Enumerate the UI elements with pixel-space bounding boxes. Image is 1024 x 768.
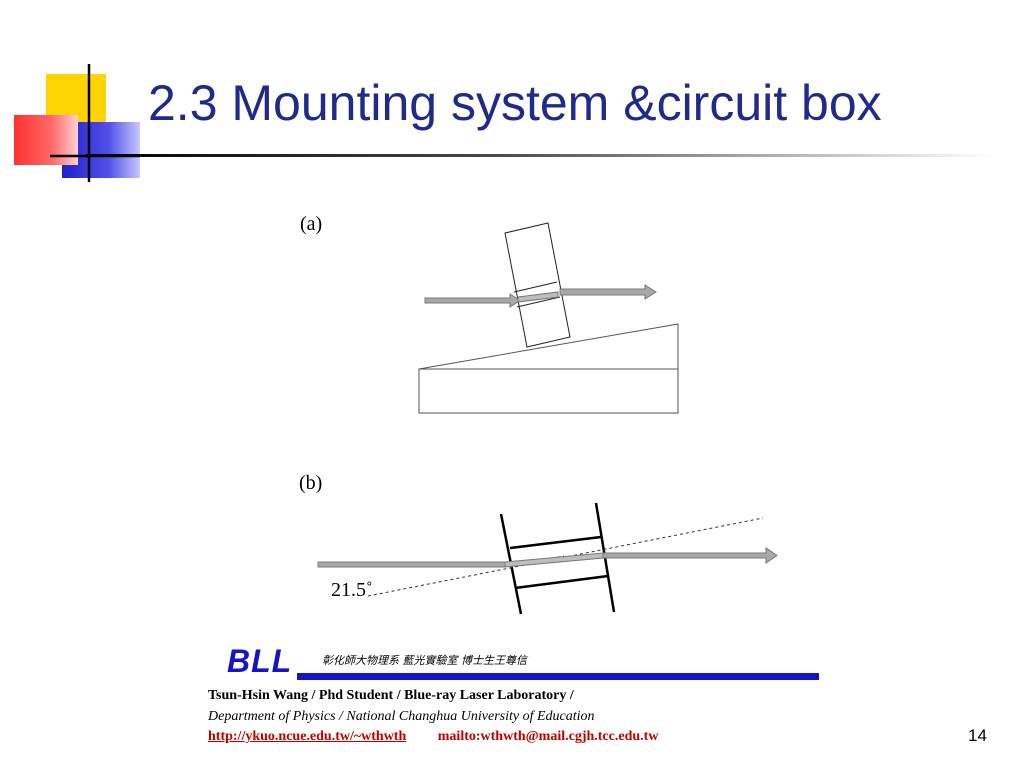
footer-department: Department of Physics / National Changhu… (208, 709, 595, 724)
bll-logo: BLL (227, 643, 293, 679)
beam-b-out (602, 547, 778, 564)
footer-author: Tsun-Hsin Wang / Phd Student / Blue-ray … (208, 688, 574, 703)
page-number: 14 (968, 726, 987, 745)
diagram-a (418, 222, 679, 414)
normal-line (367, 517, 764, 597)
beam-b-inside (504, 552, 604, 568)
title-rule (86, 154, 996, 157)
figure-label-a: (a) (300, 213, 323, 235)
angle-label: 21.5˚ (331, 579, 373, 601)
corner-decoration (14, 64, 140, 182)
page-title: 2.3 Mounting system &circuit box (148, 75, 882, 131)
logo-underline (297, 673, 819, 680)
diagram-b (317, 502, 778, 615)
wedge-mount (418, 323, 679, 370)
email-link[interactable]: mailto:wthwth@mail.cgjh.tcc.edu.tw (437, 729, 659, 744)
crystal-a (504, 222, 571, 348)
beam-b-in (317, 561, 506, 568)
beam-a (424, 284, 657, 308)
homepage-link[interactable]: http://ykuo.ncue.edu.tw/~wthwth (208, 729, 407, 744)
mount-base (418, 368, 679, 414)
footer-links: http://ykuo.ncue.edu.tw/~wthwth mailto:w… (208, 729, 658, 745)
figure-label-b: (b) (299, 472, 323, 494)
lab-name-chinese: 彰化師大物理系 藍光實驗室 博士生王尊信 (322, 654, 527, 667)
